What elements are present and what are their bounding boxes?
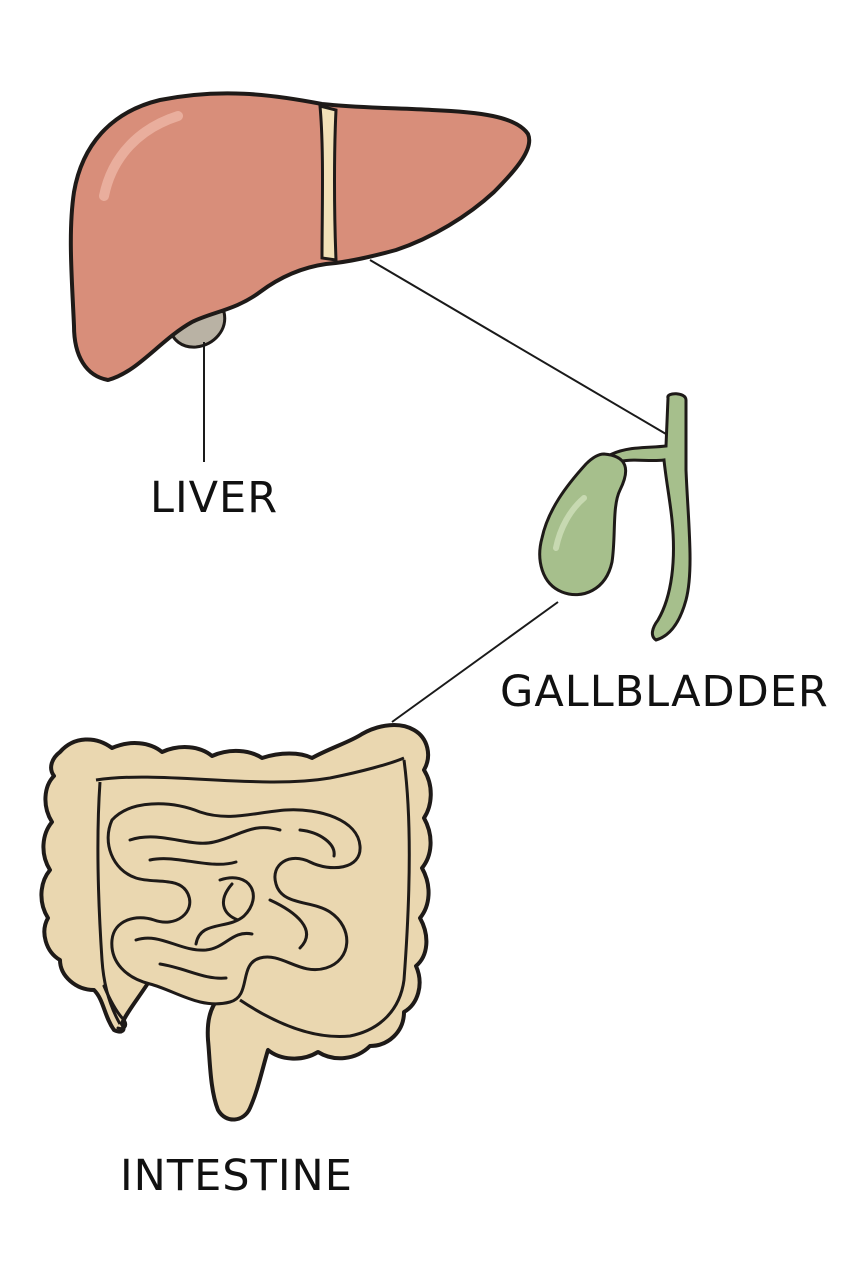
gallbladder-highlight xyxy=(553,495,587,551)
liver-gallbladder-connector xyxy=(369,259,667,435)
intestine-label: INTESTINE xyxy=(120,1151,353,1201)
gallbladder-intestine-connector xyxy=(391,601,559,723)
liver-ligament xyxy=(318,104,338,262)
small-intestine-folds xyxy=(128,826,336,980)
liver-highlight xyxy=(99,111,183,201)
large-intestine-inner xyxy=(95,756,411,1039)
gallbladder-label: GALLBLADDER xyxy=(500,667,829,717)
liver-label: LIVER xyxy=(150,473,278,523)
gallbladder-sac xyxy=(538,452,628,597)
gallbladder xyxy=(538,392,692,642)
appendix xyxy=(102,984,128,1030)
liver xyxy=(68,91,532,383)
intestine xyxy=(39,723,433,1122)
small-intestine xyxy=(106,802,362,1006)
liver-body xyxy=(68,91,532,383)
gallbladder-duct xyxy=(609,392,692,642)
